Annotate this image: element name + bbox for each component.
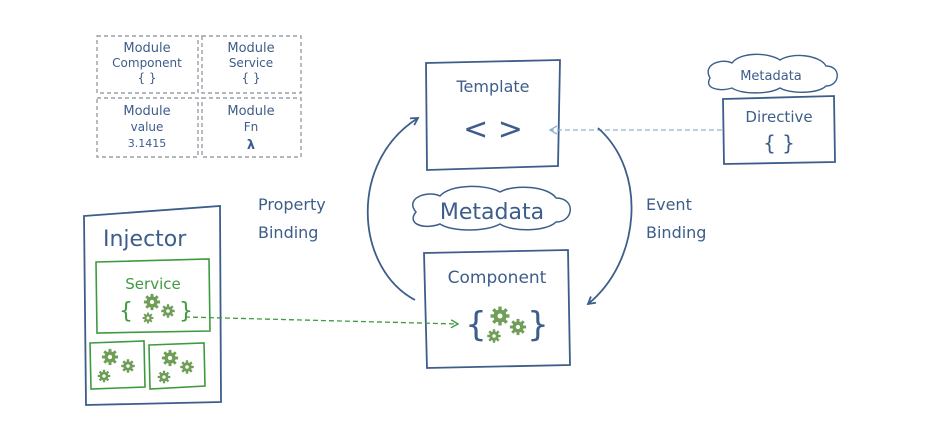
property-binding-arrow: [366, 117, 420, 301]
module-service-box: [201, 35, 302, 94]
module-service-line1: Module: [227, 41, 274, 56]
module-fn-line3: λ: [247, 138, 255, 153]
module-service-line3: { }: [241, 71, 260, 85]
injected-item-box-2: [148, 342, 206, 390]
template-box: [425, 59, 561, 171]
event-binding-line1: Event: [646, 195, 692, 214]
module-fn-line1: Module: [227, 104, 274, 119]
module-grid: Module Component { } Module Service { } …: [96, 35, 302, 158]
center-metadata: Metadata: [412, 185, 571, 231]
injected-item-box-1: [89, 340, 146, 390]
injector-block: Injector Service { }: [83, 205, 222, 406]
injector-title: Injector: [103, 227, 187, 252]
event-binding-arrow: [586, 127, 633, 306]
module-value-line3: 3.1415: [128, 137, 167, 150]
module-component-line1: Module: [123, 41, 170, 56]
directive-cloud-label: Metadata: [740, 69, 802, 84]
component-box: [423, 249, 571, 369]
directive-symbol: { }: [763, 131, 795, 155]
event-binding-line2: Binding: [646, 223, 706, 242]
center-metadata-cloud: [412, 185, 571, 231]
directive-block: Metadata Directive { }: [707, 53, 838, 165]
directive-title: Directive: [745, 108, 812, 126]
property-binding-line2: Binding: [258, 223, 318, 242]
directive-box: [722, 95, 836, 165]
module-value-line1: Module: [123, 104, 170, 119]
service-title: Service: [125, 275, 180, 293]
injection-arrow: [184, 316, 460, 329]
template-block: Template < >: [425, 59, 561, 171]
module-fn-line2: Fn: [244, 120, 259, 134]
module-value-line2: value: [131, 120, 164, 134]
template-symbol: < >: [463, 112, 523, 147]
module-service-line2: Service: [229, 56, 273, 70]
module-component-line3: { }: [137, 71, 156, 85]
template-title: Template: [455, 77, 529, 96]
service-brace-left: {: [119, 299, 133, 324]
module-component-line2: Component: [112, 56, 182, 70]
property-binding-line1: Property: [258, 195, 326, 214]
module-value-box: [96, 97, 199, 158]
module-component-box: [96, 35, 199, 94]
module-fn-box: [201, 97, 302, 158]
directive-metadata-cloud: [707, 53, 838, 94]
component-brace-left: {: [465, 305, 487, 345]
component-block: Component { }: [423, 249, 571, 369]
component-brace-right: }: [527, 305, 549, 345]
center-metadata-label: Metadata: [440, 200, 544, 225]
service-brace-right: }: [179, 299, 193, 324]
component-title: Component: [448, 268, 547, 288]
